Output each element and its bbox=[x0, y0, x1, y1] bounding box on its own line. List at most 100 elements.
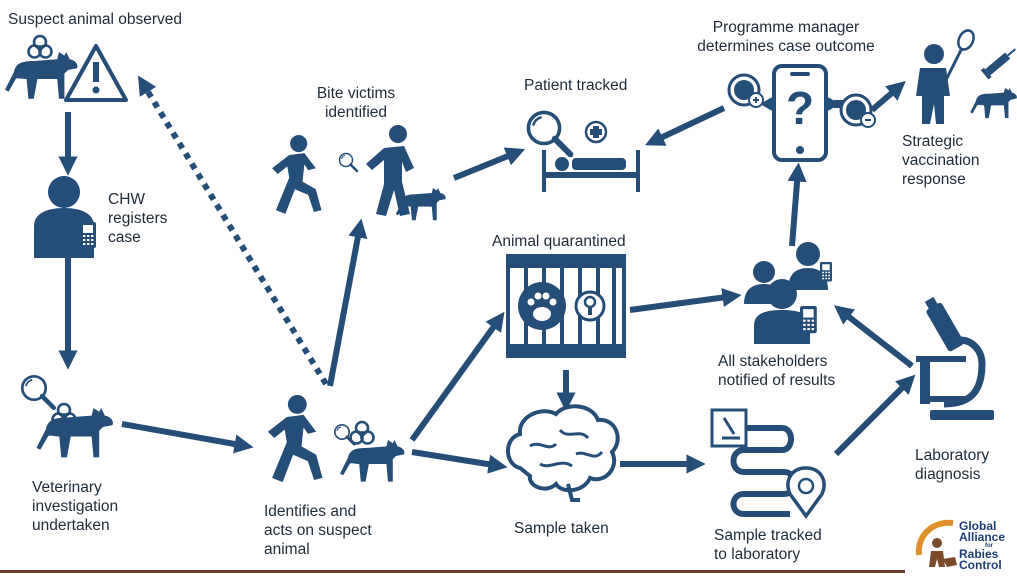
arrow-tracked-to-lab bbox=[833, 374, 916, 457]
person-icon bbox=[366, 125, 414, 216]
label-line: Strategic bbox=[902, 133, 964, 150]
biohazard-icon bbox=[27, 34, 53, 59]
medical-cross-icon bbox=[584, 120, 608, 144]
logo-line: Control bbox=[959, 558, 1002, 572]
arrow-manager-to-vaccination bbox=[870, 81, 906, 113]
logo-mark bbox=[915, 519, 957, 567]
label-line: to laboratory bbox=[714, 546, 801, 563]
arrow-manager-to-patient bbox=[645, 105, 726, 146]
vaccination-icon-group bbox=[916, 29, 1017, 124]
dog-icon bbox=[340, 440, 405, 482]
net-icon bbox=[944, 29, 975, 81]
biohazard-icon bbox=[349, 420, 375, 445]
arrow-vet-to-identify bbox=[121, 421, 254, 454]
phone-icon bbox=[80, 222, 96, 248]
label-line: Programme manager bbox=[712, 19, 860, 36]
label-line: investigation bbox=[32, 498, 119, 515]
logo-line: Global bbox=[959, 519, 997, 533]
arrow-identify-to-quarantine bbox=[409, 311, 505, 442]
question-icon: ? bbox=[786, 82, 814, 134]
label-strategic-vaccination: Strategic vaccination response bbox=[902, 132, 980, 189]
arrow-bite-to-patient bbox=[452, 147, 526, 181]
arrow-quarantine-to-stakeholders bbox=[629, 288, 742, 313]
logo-line: Alliance bbox=[959, 530, 1006, 544]
label-line: registers bbox=[108, 210, 168, 227]
label-line: determines case outcome bbox=[697, 38, 875, 55]
warning-icon bbox=[64, 44, 128, 102]
bite-victims-icon-group bbox=[272, 125, 446, 221]
arrow-identify-to-bite bbox=[327, 218, 368, 387]
chw-icon-group bbox=[34, 176, 96, 258]
syringe-icon bbox=[980, 48, 1016, 80]
paw-icon bbox=[518, 282, 566, 330]
cage-icon bbox=[506, 254, 626, 358]
label-line: All stakeholders bbox=[718, 353, 828, 370]
suspect-animal-icon-group bbox=[4, 34, 128, 102]
clipboard-icon bbox=[710, 408, 748, 448]
label-line: animal bbox=[264, 541, 310, 558]
label-veterinary-investigation: Veterinary investigation undertaken bbox=[32, 478, 118, 535]
label-sample-tracked: Sample tracked to laboratory bbox=[714, 526, 822, 564]
label-line: case bbox=[108, 229, 141, 246]
label-line: acts on suspect bbox=[264, 522, 372, 539]
label-stakeholders-notified: All stakeholders notified of results bbox=[718, 352, 835, 390]
label-sample-taken: Sample taken bbox=[514, 520, 609, 537]
microscope-icon bbox=[916, 296, 994, 420]
running-person-icon bbox=[272, 135, 322, 214]
running-person-icon bbox=[267, 394, 323, 483]
arrow-stakeholders-to-manager bbox=[787, 162, 807, 247]
person-icon bbox=[34, 176, 94, 258]
phone-icon bbox=[820, 262, 832, 282]
label-programme-manager: Programme manager determines case outcom… bbox=[676, 18, 896, 56]
label-bite-victims-identified: Bite victims identified bbox=[306, 84, 406, 122]
vet-icon-group bbox=[22, 376, 113, 458]
dog-icon bbox=[4, 52, 78, 99]
label-line: vaccination bbox=[902, 152, 980, 169]
label-line: undertaken bbox=[32, 517, 110, 534]
label-laboratory-diagnosis: Laboratory diagnosis bbox=[915, 446, 989, 484]
magnifier-icon bbox=[22, 376, 54, 408]
label-animal-quarantined: Animal quarantined bbox=[492, 233, 626, 250]
arrow-identify-to-sample bbox=[411, 449, 508, 474]
bottom-divider bbox=[0, 570, 905, 573]
magnifier-icon bbox=[338, 152, 359, 173]
arrow-dotted-feedback bbox=[138, 75, 329, 386]
phone-icon bbox=[800, 306, 817, 334]
label-line: diagnosis bbox=[915, 466, 981, 483]
logo-line: for bbox=[985, 543, 993, 549]
location-pin-icon bbox=[786, 466, 826, 519]
person-icon bbox=[916, 44, 950, 124]
label-line: CHW bbox=[108, 191, 146, 208]
positive-case-icon bbox=[727, 73, 764, 108]
label-line: notified of results bbox=[718, 372, 836, 389]
smartphone-icon: ? bbox=[760, 64, 848, 162]
tracking-route bbox=[730, 425, 798, 517]
bed-icon bbox=[542, 150, 640, 192]
identify-icon-group bbox=[267, 394, 405, 483]
label-line: Laboratory bbox=[915, 447, 990, 464]
label-chw-registers-case: CHW registers case bbox=[108, 190, 167, 247]
magnifier-icon bbox=[528, 112, 570, 154]
label-line: Sample tracked bbox=[714, 527, 822, 544]
label-line: Identifies and bbox=[264, 503, 357, 520]
logo-line: Rabies bbox=[959, 547, 999, 561]
stakeholders-icon bbox=[744, 242, 832, 344]
label-suspect-animal-observed: Suspect animal observed bbox=[8, 11, 183, 28]
patient-icon-group bbox=[528, 112, 640, 192]
negative-case-icon bbox=[839, 93, 876, 128]
label-line: identified bbox=[324, 104, 388, 121]
label-line: Veterinary bbox=[32, 479, 102, 496]
label-identifies-and-acts: Identifies and acts on suspect animal bbox=[264, 502, 372, 559]
logo-text: Global Alliance for Rabies Control bbox=[959, 519, 1006, 572]
label-patient-tracked: Patient tracked bbox=[524, 77, 628, 94]
label-line: response bbox=[902, 171, 966, 188]
dog-icon bbox=[970, 88, 1017, 119]
arrow-lab-to-stakeholders bbox=[833, 305, 914, 369]
label-line: Bite victims bbox=[316, 85, 396, 102]
brain-icon bbox=[506, 404, 620, 502]
garc-logo: Global Alliance for Rabies Control bbox=[913, 515, 1017, 575]
sample-tracked-icon-group bbox=[710, 408, 826, 519]
flow-arrows bbox=[58, 75, 916, 474]
